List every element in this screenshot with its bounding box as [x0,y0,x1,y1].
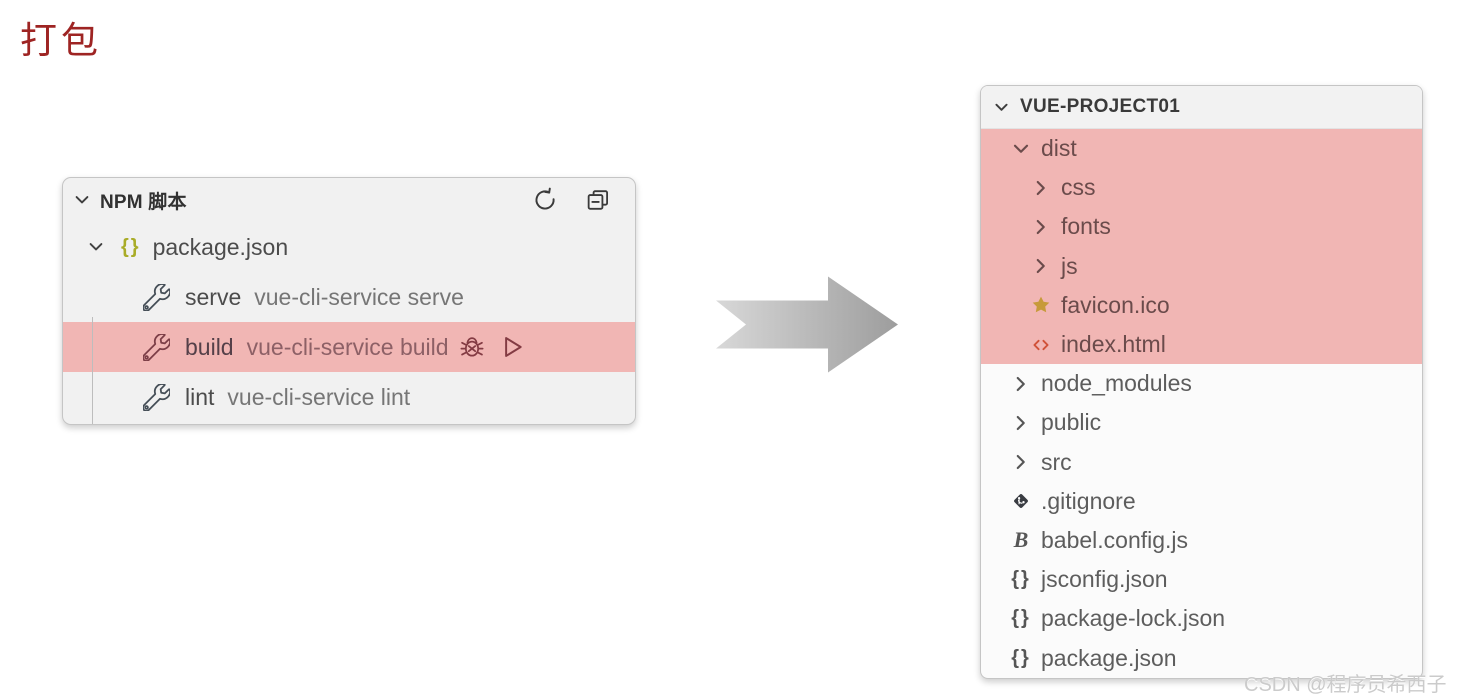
json-file-icon: {} [1011,646,1031,669]
chevron-down-icon[interactable] [1011,139,1031,159]
npm-script-list: serve vue-cli-service serve build vue-cl… [63,272,635,422]
group-label: package.json [152,233,289,260]
npm-script-tree: {} package.json serve vue-cli-service se… [63,222,635,424]
tree-item-label: jsconfig.json [1041,566,1168,593]
tree-item-label: css [1061,174,1096,201]
chevron-down-icon[interactable] [993,99,1010,116]
indent-guide [92,317,93,424]
tree-item-label: babel.config.js [1041,526,1189,553]
collapse-all-icon[interactable] [585,187,611,213]
explorer-tree-row[interactable]: .gitignore [981,482,1422,521]
project-name: VUE-PROJECT01 [1020,96,1181,117]
chevron-right-icon[interactable] [1011,413,1031,433]
json-file-icon: {} [1011,568,1031,591]
tree-item-label: js [1061,252,1078,279]
babel-file-icon: B [1013,527,1029,553]
explorer-tree-row[interactable]: dist [981,129,1422,169]
run-icon[interactable] [498,333,526,361]
explorer-tree-row[interactable]: js [981,246,1422,286]
explorer-tree: dist css fonts js [981,129,1422,678]
tree-item-label: index.html [1061,331,1166,358]
explorer-tree-row[interactable]: favicon.ico [981,285,1422,325]
npm-panel-header[interactable]: NPM 脚本 [63,178,635,222]
transform-arrow [716,276,898,373]
script-actions [458,333,526,361]
npm-script-row[interactable]: serve vue-cli-service serve [63,272,635,322]
refresh-icon[interactable] [532,187,558,213]
explorer-tree-row[interactable]: public [981,403,1422,442]
watermark: CSDN @程序员希西子 [1244,674,1447,696]
explorer-tree-row[interactable]: {} package.json [981,638,1422,677]
tree-item-label: dist [1041,135,1077,162]
explorer-tree-row[interactable]: B babel.config.js [981,521,1422,560]
package-json-group-row[interactable]: {} package.json [63,222,635,272]
wrench-icon [143,283,170,311]
explorer-tree-row[interactable]: node_modules [981,364,1422,403]
chevron-right-icon[interactable] [1031,178,1051,198]
script-name: lint [185,383,215,410]
explorer-tree-row[interactable]: src [981,443,1422,482]
html-file-icon [1031,335,1051,355]
npm-panel-title: NPM 脚本 [100,191,187,213]
json-file-icon: {} [121,235,141,258]
tree-item-label: .gitignore [1041,487,1136,514]
tree-item-label: package-lock.json [1041,605,1226,632]
script-command: vue-cli-service build [246,333,449,360]
tree-item-label: src [1041,448,1072,475]
chevron-right-icon[interactable] [1011,374,1031,394]
json-file-icon: {} [1011,607,1031,630]
script-name: serve [185,283,242,310]
chevron-right-icon[interactable] [1031,217,1051,237]
favicon-star-icon [1031,295,1051,315]
tree-item-label: fonts [1061,213,1111,240]
page-title: 打包 [20,21,102,62]
npm-script-row[interactable]: build vue-cli-service build [63,322,635,372]
debug-icon[interactable] [458,333,486,361]
explorer-tree-row[interactable]: css [981,168,1422,208]
npm-scripts-panel: NPM 脚本 {} p [62,177,636,425]
explorer-header[interactable]: VUE-PROJECT01 [981,86,1422,129]
script-command: vue-cli-service lint [227,383,411,410]
npm-script-row[interactable]: lint vue-cli-service lint [63,372,635,422]
chevron-down-icon[interactable] [73,191,91,209]
wrench-icon [143,333,170,361]
explorer-tree-row[interactable]: {} package-lock.json [981,599,1422,638]
tree-item-label: public [1041,409,1102,436]
explorer-tree-row[interactable]: fonts [981,207,1422,247]
tree-item-label: favicon.ico [1061,291,1170,318]
git-file-icon [1011,491,1031,511]
explorer-tree-row[interactable]: index.html [981,324,1422,365]
wrench-icon [143,383,170,411]
chevron-right-icon[interactable] [1011,452,1031,472]
tree-item-label: package.json [1041,644,1177,671]
explorer-panel: VUE-PROJECT01 dist css fonts [980,85,1423,679]
script-command: vue-cli-service serve [254,283,464,310]
chevron-down-icon[interactable] [87,238,105,256]
chevron-right-icon[interactable] [1031,256,1051,276]
tree-item-label: node_modules [1041,370,1192,397]
explorer-tree-row[interactable]: {} jsconfig.json [981,560,1422,599]
script-name: build [185,333,234,360]
